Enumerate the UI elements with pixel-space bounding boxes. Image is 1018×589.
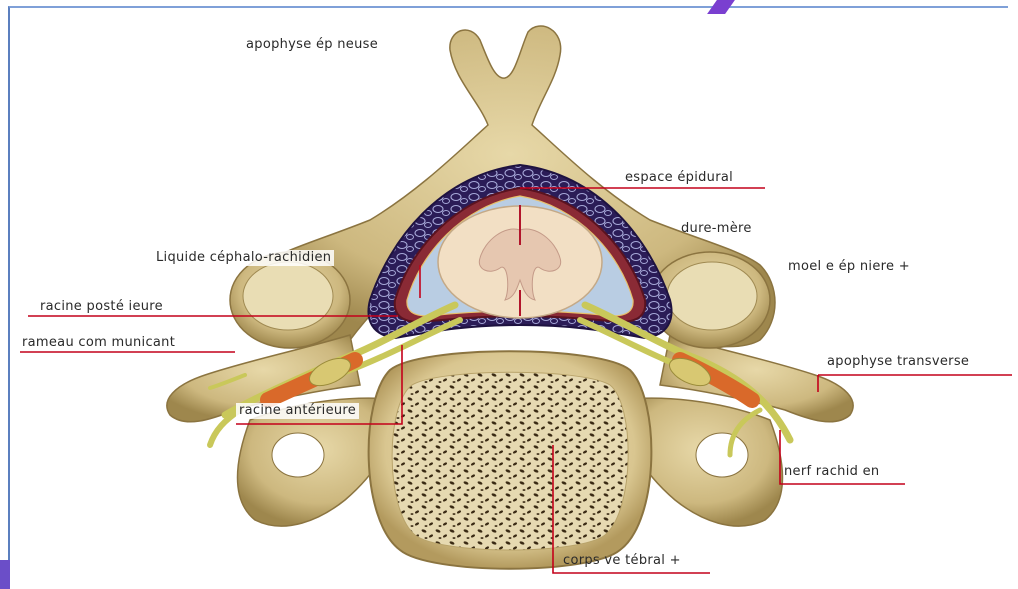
label-rameau-communicant: rameau com municant — [22, 335, 175, 351]
label-dure-mere: dure-mère — [681, 221, 752, 237]
label-racine-posterieure: racine posté ieure — [40, 299, 163, 315]
vertebral-body — [369, 351, 652, 569]
label-racine-anterieure: racine antérieure — [236, 403, 359, 419]
label-apophyse-transverse: apophyse transverse — [827, 354, 969, 370]
label-nerf-rachidien: nerf rachid en — [784, 464, 879, 480]
label-espace-epidural: espace épidural — [625, 170, 733, 186]
label-moelle-epiniere: moel e ép niere + — [788, 259, 910, 275]
label-corps-vertebral: corps ve tébral + — [563, 553, 681, 569]
leader-apophyse-transverse — [818, 375, 1012, 392]
label-liquide-cephalo-rachidien: Liquide céphalo-rachidien — [153, 250, 334, 266]
label-apophyse-epineuse: apophyse ép neuse — [246, 37, 378, 53]
